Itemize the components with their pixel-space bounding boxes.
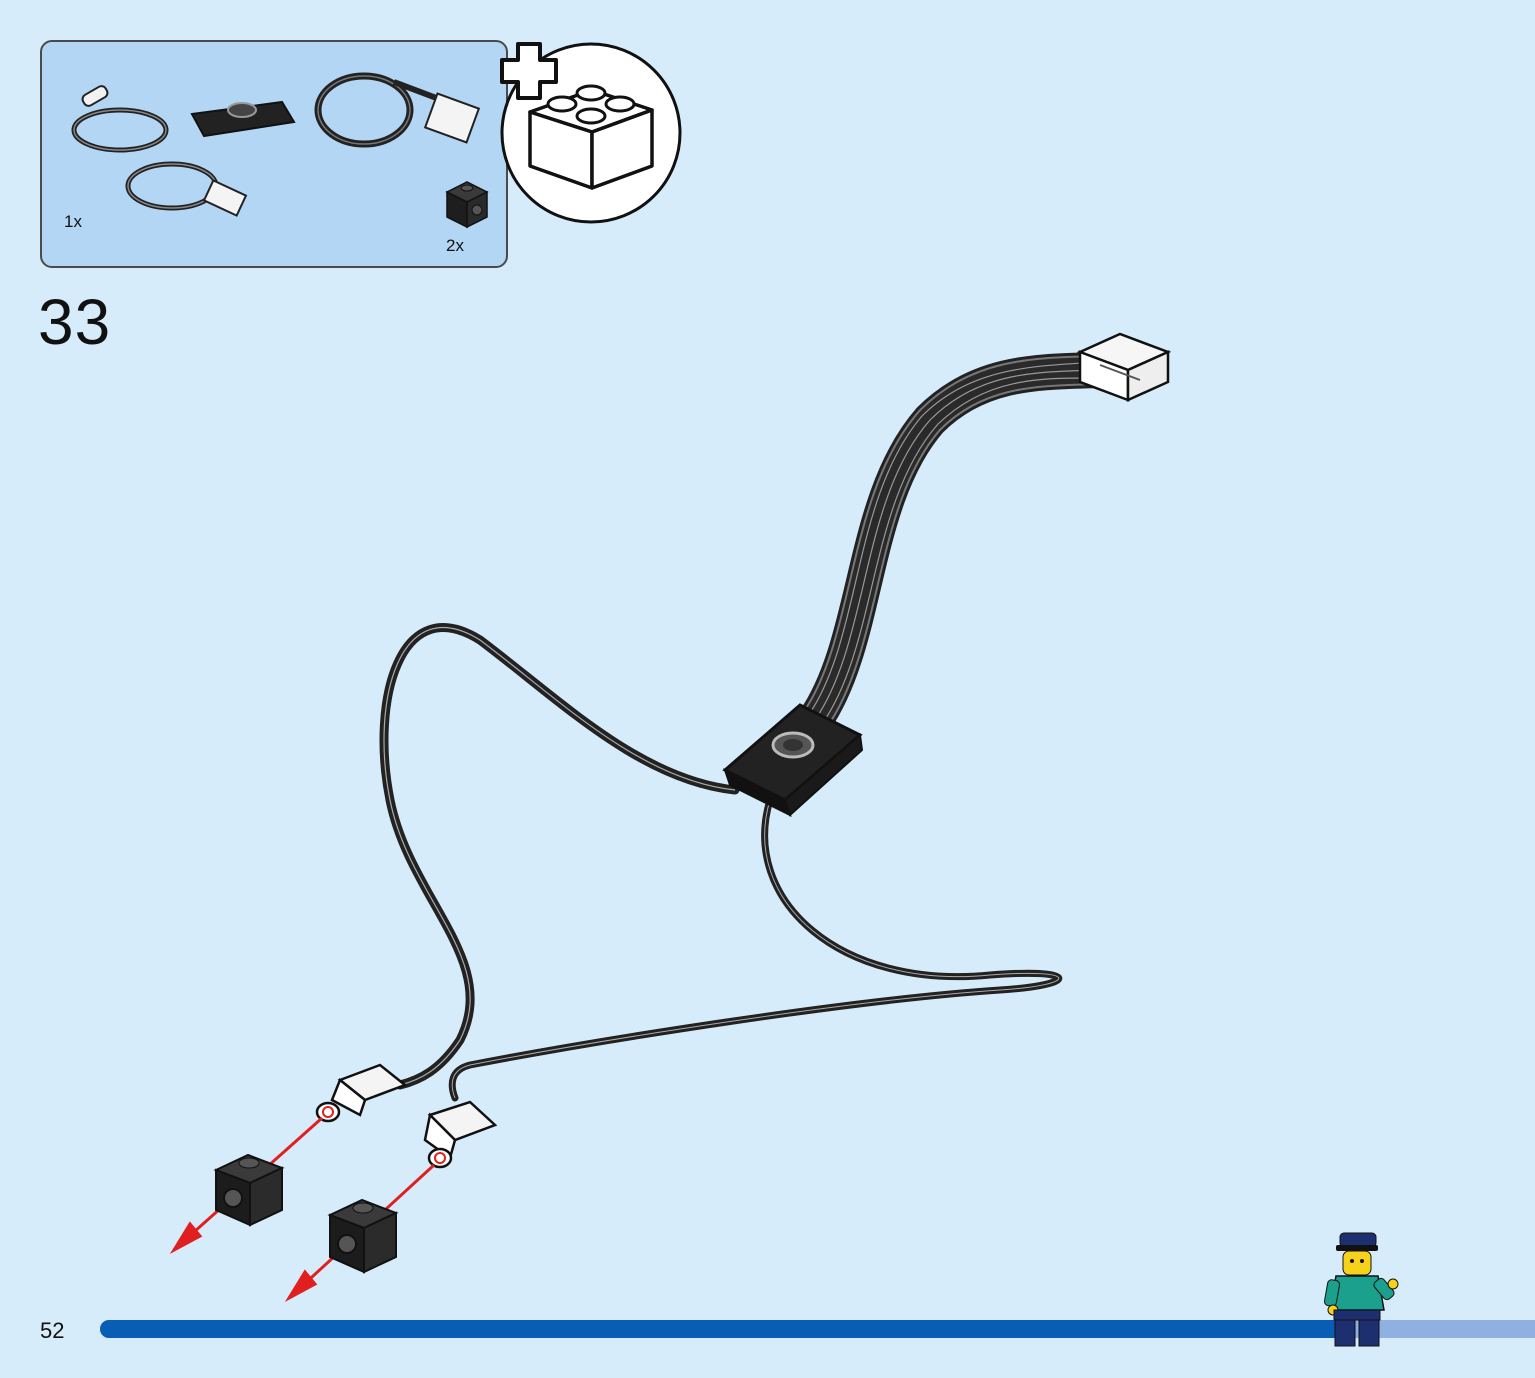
progress-bar — [100, 1320, 1535, 1338]
technic-brick-left — [213, 1153, 285, 1227]
technic-brick-right — [327, 1198, 399, 1274]
cable-hub — [722, 703, 864, 817]
black-technic-brick-icon — [445, 181, 489, 229]
quantity-label-hub: 1x — [64, 212, 82, 231]
ribbon-cable — [797, 352, 1118, 738]
connector-right — [423, 1100, 498, 1169]
page-number: 52 — [40, 1318, 65, 1343]
progress-bar-fill — [100, 1320, 1349, 1338]
wire-hub-icon — [71, 72, 481, 217]
step-number: 33 — [38, 286, 112, 358]
connector-left — [315, 1063, 408, 1123]
ribbon-plug — [1076, 332, 1172, 402]
parts-list-box: 1x 2x — [40, 40, 508, 268]
quantity-label-brick: 2x — [446, 236, 464, 255]
